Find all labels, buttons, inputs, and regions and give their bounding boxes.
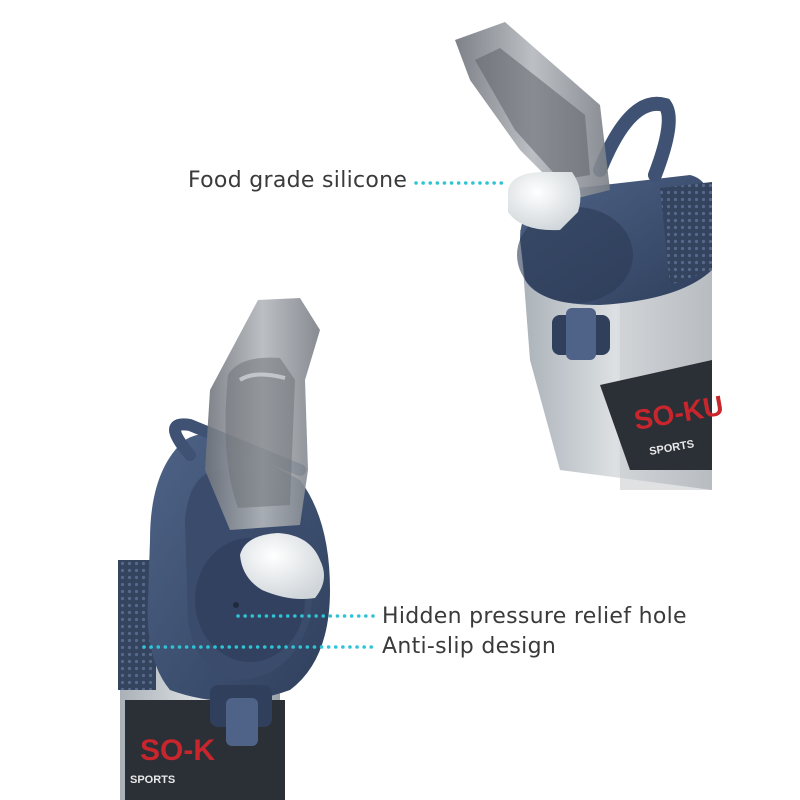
label-pressure-relief-hole: Hidden pressure relief hole — [382, 604, 687, 629]
leader-lines — [142, 181, 510, 649]
label-food-grade-silicone: Food grade silicone — [188, 168, 408, 193]
lower-bottle: SO-K SPORTS — [118, 298, 330, 800]
brand-sub-lower: SPORTS — [130, 774, 175, 786]
brand-logo-lower: SO-K — [140, 734, 215, 767]
pressure-hole-marker — [233, 602, 239, 608]
label-anti-slip-design: Anti-slip design — [382, 634, 557, 659]
upper-bottle: SO-KU SPORTS — [455, 22, 726, 490]
